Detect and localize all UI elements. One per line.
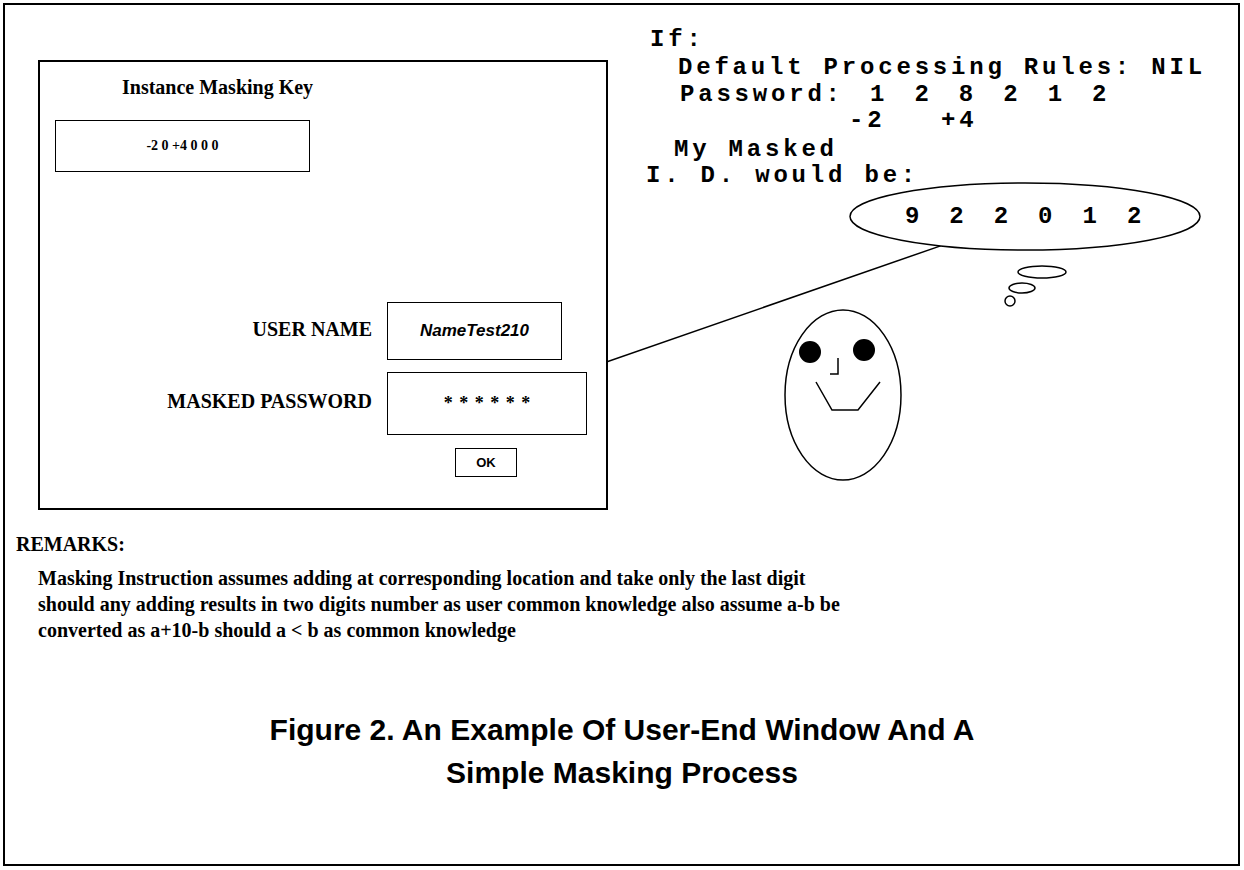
thought-bubble [1018,266,1066,278]
result-text: My Masked [674,138,838,162]
mask-offset: +4 [941,109,977,133]
figure-frame [4,4,1239,865]
masking-key-box: -2 0 +4 0 0 0 [55,120,310,172]
password-field: * * * * * * [387,372,587,435]
smiley-face [785,310,901,480]
remarks-heading: REMARKS: [16,533,125,556]
rule-text: If: [650,28,705,52]
leader-connector [578,246,941,372]
masked-id-ellipse: 9 2 2 0 1 2 [850,183,1200,250]
field-text: 9 2 2 0 1 2 [905,205,1145,229]
ellipse-shape [850,183,1200,250]
field-text: NameTest210 [420,321,529,341]
mask-offset: -2 [849,109,885,133]
ok-button: OK [455,448,517,477]
face-nose [830,358,838,374]
remarks-body: Masking Instruction assumes adding at co… [38,565,856,643]
thought-bubble [1009,283,1035,293]
figure-caption: Figure 2. An Example Of User-End Window … [247,708,997,794]
face-eye [853,339,875,361]
face-mouth [816,382,880,410]
field-label: USER NAME [253,318,372,341]
field-label: MASKED PASSWORD [167,390,372,413]
rule-text: Default Processing Rules: NIL [678,56,1206,80]
field-text: * * * * * * [444,393,531,414]
result-text: I. D. would be: [646,164,919,188]
password-digits: Password: 1 2 8 2 1 2 [680,83,1110,107]
face-eye [799,341,821,363]
login-window: Instance Masking Key -2 0 +4 0 0 0 NameTes… [38,60,608,510]
field-text: OK [476,455,496,470]
field-text: -2 0 +4 0 0 0 [146,138,218,154]
username-field: NameTest210 [387,302,562,360]
connector-line [578,246,941,372]
thought-bubble [1005,296,1015,306]
window-heading: Instance Masking Key [122,76,313,99]
